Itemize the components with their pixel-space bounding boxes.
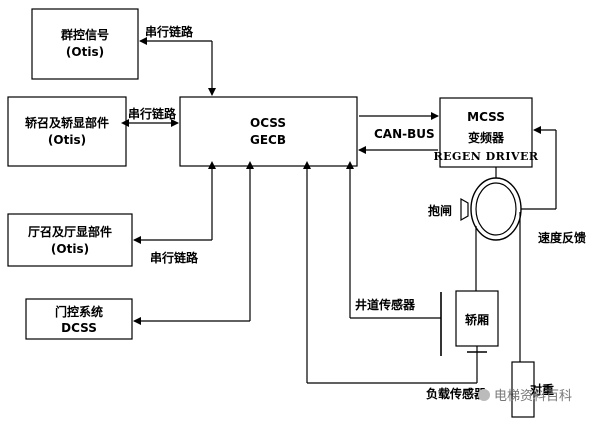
shaft-sensor-label: 井道传感器 <box>355 297 416 312</box>
group-control-line2: (Otis) <box>66 45 104 59</box>
load-sensor-label: 负载传感器 <box>426 386 487 401</box>
watermark-text: 电梯资料百科 <box>494 389 572 404</box>
door-control-line2: DCSS <box>61 321 97 335</box>
group-control-line1: 群控信号 <box>60 27 109 42</box>
link-can-bus: CAN-BUS <box>358 112 439 154</box>
watermark: 电梯资料百科 <box>478 389 572 404</box>
serial-link-label-bottom: 串行链路 <box>150 250 199 265</box>
mcss-line2: 变频器 <box>468 130 505 145</box>
door-control-line1: 门控系统 <box>55 304 103 319</box>
serial-link-label-top: 串行链路 <box>145 24 194 39</box>
ocss-block: OCSS GECB <box>179 96 358 167</box>
mcss-line1: MCSS <box>467 110 505 124</box>
link-group-control: 串行链路 <box>139 24 216 96</box>
car-call-line2: (Otis) <box>48 133 86 147</box>
can-bus-label: CAN-BUS <box>374 127 435 141</box>
car-block: 轿厢 <box>455 290 499 347</box>
brake-shoe: 抱闸 <box>428 197 469 222</box>
ocss-line1: OCSS <box>250 116 286 130</box>
link-hall-call: 串行链路 <box>133 161 216 265</box>
hall-call-block: 厅召及厅显部件 (Otis) <box>7 213 133 267</box>
link-load-sensor: 负载传感器 <box>303 161 487 401</box>
hall-call-line2: (Otis) <box>51 242 89 256</box>
hall-call-line1: 厅召及厅显部件 <box>28 224 112 239</box>
brake-label: 抱闸 <box>428 203 452 218</box>
link-door-control <box>133 161 254 325</box>
group-control-block: 群控信号 (Otis) <box>31 8 139 80</box>
serial-link-label-mid: 串行链路 <box>128 106 177 121</box>
link-shaft-sensor: 井道传感器 <box>346 161 442 356</box>
car-label: 轿厢 <box>465 312 489 327</box>
counterweight-block: 对重 <box>511 361 554 418</box>
mcss-line3: REGEN DRIVER <box>433 150 538 163</box>
link-car-call: 串行链路 <box>121 106 179 127</box>
link-speed-feedback: 速度反馈 <box>521 126 586 245</box>
mcss-block: MCSS 变频器 REGEN DRIVER <box>433 97 538 168</box>
traction-sheave <box>470 167 522 241</box>
door-control-block: 门控系统 DCSS <box>25 298 133 340</box>
car-call-block: 轿召及轿显部件 (Otis) <box>7 96 127 167</box>
ocss-line2: GECB <box>250 133 286 147</box>
speed-feedback-label: 速度反馈 <box>538 230 586 245</box>
counterweight-label: 对重 <box>530 382 554 397</box>
car-call-line1: 轿召及轿显部件 <box>25 115 109 130</box>
